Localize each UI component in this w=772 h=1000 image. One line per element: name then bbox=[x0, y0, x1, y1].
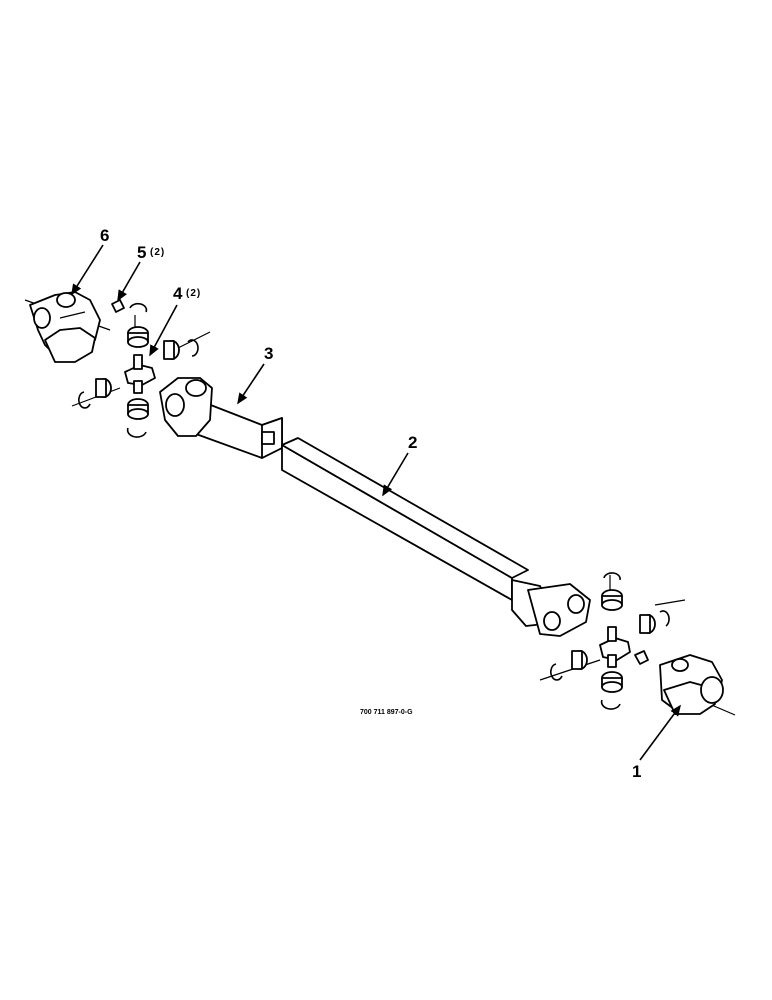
callout-4-qty: (2) bbox=[186, 288, 201, 299]
callout-5-qty: (2) bbox=[150, 247, 165, 258]
callout-labels: 6 5 (2) 4 (2) 3 2 1 700 711 897-0-G bbox=[100, 226, 641, 781]
yoke-part-1 bbox=[659, 654, 724, 715]
drawing-code: 700 711 897-0-G bbox=[360, 709, 413, 716]
callout-5-number: 5 bbox=[137, 243, 146, 262]
cross-and-bearing-kit-left bbox=[78, 299, 199, 438]
callout-6-number: 6 bbox=[100, 226, 109, 245]
callout-2-number: 2 bbox=[408, 433, 417, 452]
callout-1-number: 1 bbox=[632, 762, 641, 781]
outer-tube-part-3 bbox=[159, 377, 283, 459]
callout-3-number: 3 bbox=[264, 344, 273, 363]
callout-4-number: 4 bbox=[173, 284, 183, 303]
yoke-part-6 bbox=[29, 291, 101, 363]
cross-and-bearing-kit-right bbox=[550, 572, 670, 710]
inner-shaft-part-2 bbox=[281, 437, 591, 637]
leader-lines bbox=[71, 244, 681, 761]
